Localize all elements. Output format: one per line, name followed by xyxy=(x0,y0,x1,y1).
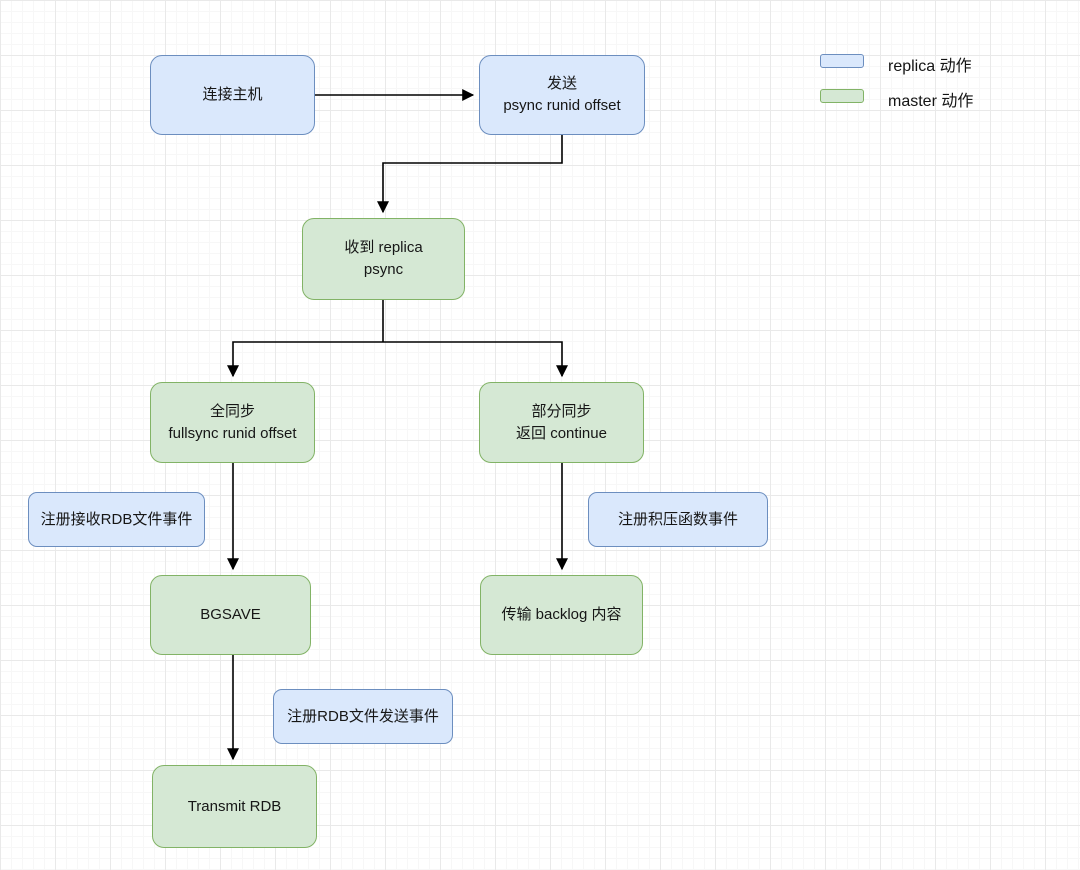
node-label-line1: 收到 replica xyxy=(344,239,423,257)
label-register-rdb-receive-event: 注册接收RDB文件事件 xyxy=(28,492,205,547)
label-register-rdb-send-event: 注册RDB文件发送事件 xyxy=(273,689,453,744)
legend-replica-swatch xyxy=(820,54,864,68)
arrow-send-to-receive xyxy=(377,135,563,214)
node-connect-host: 连接主机 xyxy=(150,55,315,135)
node-transmit-rdb: Transmit RDB xyxy=(152,765,317,848)
node-label-line2: 返回 continue xyxy=(516,424,607,442)
node-send-psync: 发送 psync runid offset xyxy=(479,55,645,135)
node-full-sync: 全同步 fullsync runid offset xyxy=(150,382,315,463)
legend-master-swatch xyxy=(820,89,864,103)
node-label: 传输 backlog 内容 xyxy=(501,606,622,624)
legend-replica-label: replica 动作 xyxy=(888,58,972,75)
arrow-receive-to-partialsync xyxy=(383,341,568,378)
node-partial-sync: 部分同步 返回 continue xyxy=(479,382,644,463)
node-receive-psync: 收到 replica psync xyxy=(302,218,465,300)
node-label: Transmit RDB xyxy=(187,797,282,815)
arrow-receive-to-fullsync xyxy=(227,341,383,378)
node-bgsave: BGSAVE xyxy=(150,575,311,655)
node-label-line1: 部分同步 xyxy=(531,402,592,420)
node-label-line1: 全同步 xyxy=(209,402,255,420)
label-text: 注册积压函数事件 xyxy=(617,510,738,528)
node-label-line2: psync runid offset xyxy=(503,97,621,114)
node-label-line2: psync xyxy=(363,261,404,278)
node-label: 连接主机 xyxy=(202,86,263,104)
label-text: 注册RDB文件发送事件 xyxy=(287,707,439,725)
label-text: 注册接收RDB文件事件 xyxy=(40,510,193,528)
node-label-line1: 发送 xyxy=(546,75,577,93)
node-label: BGSAVE xyxy=(200,606,261,624)
node-transmit-backlog: 传输 backlog 内容 xyxy=(480,575,643,655)
legend-master-label: master 动作 xyxy=(888,93,974,110)
node-label-line2: fullsync runid offset xyxy=(168,424,297,442)
label-register-backlog-event: 注册积压函数事件 xyxy=(588,492,768,547)
